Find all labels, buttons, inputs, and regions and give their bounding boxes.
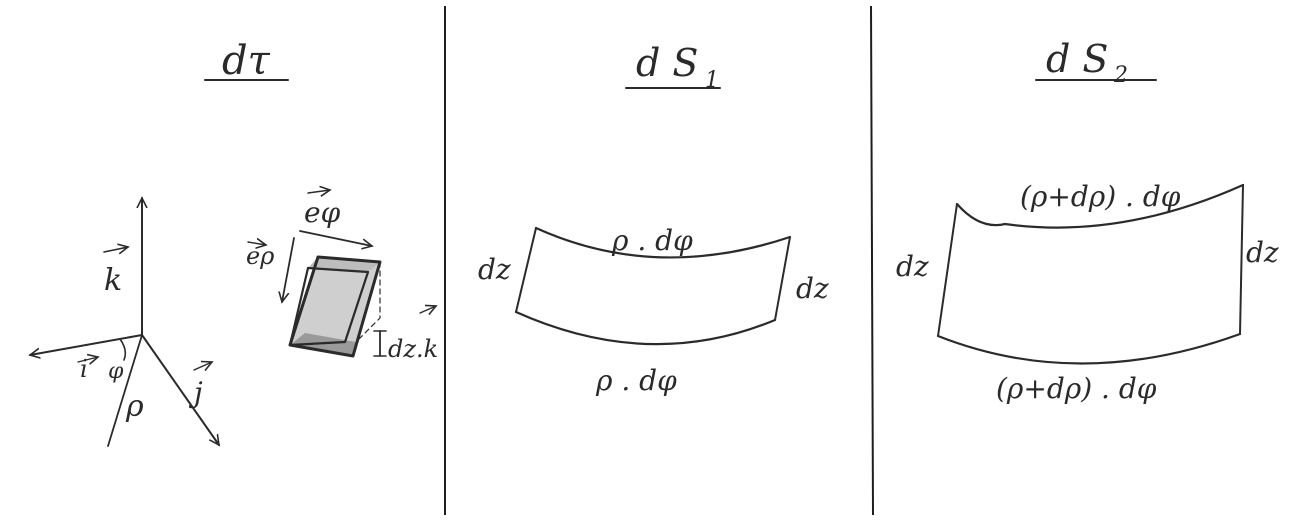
ds2-right-label: dz bbox=[1246, 236, 1279, 269]
phi-angle-arc bbox=[119, 338, 127, 361]
ds2-bottom-edge bbox=[936, 332, 1242, 365]
box-side-shade bbox=[290, 257, 380, 356]
divider-right bbox=[870, 5, 874, 516]
i-label: i bbox=[80, 355, 88, 383]
ds2-bottom-label: (ρ+dρ) . dφ bbox=[996, 372, 1157, 405]
e-phi-vector-arrow bbox=[307, 190, 330, 193]
panel-1-title: dτ bbox=[222, 38, 271, 84]
e-phi-label: eφ bbox=[304, 196, 341, 229]
ds1-right-edge bbox=[774, 236, 791, 321]
ds1-bottom-edge bbox=[514, 310, 777, 346]
i-vector-arrow bbox=[77, 357, 98, 362]
e-rho-label: eρ bbox=[246, 242, 274, 270]
ds2-top-label: (ρ+dρ) . dφ bbox=[1020, 180, 1181, 213]
ds2-left-edge bbox=[937, 203, 958, 337]
ds2-top-edge bbox=[955, 183, 1245, 229]
ds2-left-label: dz bbox=[896, 250, 929, 283]
ds2-right-edge bbox=[1239, 184, 1244, 335]
volume-box: eφ eρ dz.k bbox=[246, 190, 438, 363]
box-bottom-shade bbox=[290, 333, 356, 356]
k-label: k bbox=[104, 263, 122, 298]
panel-2-title-subscript: 1 bbox=[705, 68, 719, 93]
phi-label: φ bbox=[108, 359, 124, 384]
ds1-left-label: dz bbox=[478, 253, 511, 286]
ds1-bottom-label: ρ . dφ bbox=[595, 364, 677, 397]
dz-k-label: dz.k bbox=[388, 335, 438, 363]
panel-surface-ds1: d S 1 ρ . dφ ρ . dφ dz dz bbox=[478, 41, 829, 397]
panel-3-title-subscript: 2 bbox=[1113, 63, 1128, 88]
box-outline bbox=[288, 255, 382, 358]
ds1-left-edge bbox=[515, 227, 537, 313]
ds1-top-edge bbox=[534, 226, 792, 259]
k-vector-arrow bbox=[103, 247, 128, 252]
box-hidden-edges bbox=[355, 261, 381, 343]
dz-k-vector-arrow bbox=[419, 306, 436, 313]
ds1-right-label: dz bbox=[796, 272, 829, 305]
panel-volume-element: dτ k i φ j ρ e bbox=[30, 38, 438, 447]
i-axis bbox=[30, 334, 143, 355]
j-vector-arrow bbox=[193, 362, 212, 370]
panel-3-title: d S bbox=[1046, 37, 1108, 81]
panel-2-title: d S bbox=[636, 41, 698, 85]
e-phi-arrow bbox=[299, 230, 372, 246]
j-axis bbox=[141, 334, 219, 445]
e-rho-vector-arrow bbox=[247, 242, 266, 245]
rho-label: ρ bbox=[125, 389, 144, 424]
ds1-top-label: ρ . dφ bbox=[611, 224, 693, 257]
rho-line bbox=[107, 334, 143, 447]
panel-surface-ds2: d S 2 (ρ+dρ) . dφ (ρ+dρ) . dφ dz dz bbox=[896, 37, 1279, 405]
box-front-left-edge bbox=[288, 266, 310, 347]
box-front-edges bbox=[288, 266, 370, 347]
e-rho-arrow bbox=[282, 237, 295, 302]
